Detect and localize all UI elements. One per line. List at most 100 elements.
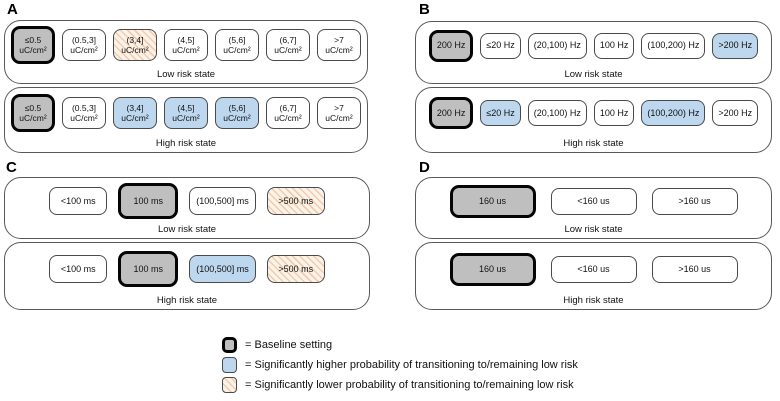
setting-box-label: >500 ms xyxy=(278,195,314,206)
setting-box-baseline: 100 ms xyxy=(118,183,179,220)
panel-label-C: C xyxy=(6,159,17,176)
setting-box-plain: >160 us xyxy=(651,187,738,215)
risk-state-label: High risk state xyxy=(155,137,217,149)
setting-box-label: (3,4] xyxy=(126,35,144,46)
setting-box-label: uC/cm² xyxy=(223,113,251,124)
setting-box-plain: >200 Hz xyxy=(712,100,759,127)
setting-box-plain: (0.5,3]uC/cm² xyxy=(62,97,106,130)
setting-box-plain: 100 Hz xyxy=(593,32,635,59)
setting-box-higher: (4,5]uC/cm² xyxy=(164,97,208,130)
panel-B-high-risk-container: 200 Hz ≤20 Hz (20,100) Hz 100 Hz (100,200) H… xyxy=(415,87,772,153)
setting-box-label: uC/cm² xyxy=(274,45,302,56)
setting-box-plain: (6,7]uC/cm² xyxy=(266,29,310,62)
legend-item: = Significantly lower probability of tra… xyxy=(222,377,578,393)
setting-boxes-row: 200 Hz ≤20 Hz (20,100) Hz 100 Hz (100,200) H… xyxy=(416,22,771,70)
setting-box-label: (6,7] xyxy=(279,103,297,114)
setting-box-label: ≤20 Hz xyxy=(486,107,515,118)
setting-boxes-row: 200 Hz ≤20 Hz (20,100) Hz 100 Hz (100,200) H… xyxy=(416,88,771,139)
setting-box-label: uC/cm² xyxy=(274,113,302,124)
setting-box-label: (100,500] ms xyxy=(196,195,249,206)
setting-box-label: uC/cm² xyxy=(325,45,353,56)
setting-box-label: uC/cm² xyxy=(325,113,353,124)
legend-swatch-higher xyxy=(222,357,237,373)
setting-box-plain: ≤20 Hz xyxy=(480,32,521,59)
setting-box-label: 200 Hz xyxy=(436,40,466,51)
setting-box-label: (100,500] ms xyxy=(196,263,249,274)
setting-box-plain: (6,7]uC/cm² xyxy=(266,97,310,130)
setting-box-label: (100,200) Hz xyxy=(647,107,700,118)
setting-box-label: 100 Hz xyxy=(599,40,629,51)
setting-box-higher: >200 Hz xyxy=(712,32,759,59)
risk-state-label: High risk state xyxy=(563,137,624,149)
setting-box-baseline: 160 us xyxy=(449,184,536,218)
setting-box-label: (4,5] xyxy=(177,103,195,114)
setting-box-higher: (5,6]uC/cm² xyxy=(215,97,259,130)
setting-box-plain: >160 us xyxy=(651,255,738,283)
setting-box-plain: (20,100) Hz xyxy=(527,100,587,127)
setting-box-label: >160 us xyxy=(678,263,711,274)
setting-box-baseline: 200 Hz xyxy=(428,29,474,62)
setting-box-label: >500 ms xyxy=(278,263,314,274)
setting-box-label: uC/cm² xyxy=(223,45,251,56)
panel-C-high-risk-container: <100 ms 100 ms (100,500] ms >500 ms High ris… xyxy=(4,242,370,310)
setting-box-label: (20,100) Hz xyxy=(533,40,581,51)
setting-box-plain: <160 us xyxy=(550,255,637,283)
setting-box-plain: (100,200) Hz xyxy=(641,32,706,59)
legend-swatch-baseline xyxy=(222,337,237,353)
setting-boxes-row: <100 ms 100 ms (100,500] ms >500 ms xyxy=(5,178,369,225)
setting-box-label: uC/cm² xyxy=(121,113,149,124)
setting-box-baseline: 160 us xyxy=(449,252,536,286)
setting-box-higher: (100,200) Hz xyxy=(641,100,706,127)
setting-box-label: (0.5,3] xyxy=(71,103,97,114)
setting-boxes-row: <100 ms 100 ms (100,500] ms >500 ms xyxy=(5,243,369,296)
setting-box-label: (3,4] xyxy=(126,103,144,114)
setting-box-plain: <100 ms xyxy=(49,187,108,216)
setting-box-plain: <100 ms xyxy=(49,255,108,284)
setting-box-label: 200 Hz xyxy=(436,107,466,118)
setting-box-label: uC/cm² xyxy=(19,45,47,56)
setting-box-label: uC/cm² xyxy=(19,113,47,124)
setting-box-plain: (4,5]uC/cm² xyxy=(164,29,208,62)
setting-box-label: (5,6] xyxy=(228,35,246,46)
setting-box-label: uC/cm² xyxy=(172,113,200,124)
legend: = Baseline setting= Significantly higher… xyxy=(222,337,578,393)
setting-box-label: (6,7] xyxy=(279,35,297,46)
setting-box-label: <100 ms xyxy=(60,263,96,274)
setting-box-label: (20,100) Hz xyxy=(533,107,581,118)
setting-boxes-row: 160 us <160 us >160 us xyxy=(416,178,771,225)
setting-box-plain: (5,6]uC/cm² xyxy=(215,29,259,62)
panel-label-B: B xyxy=(419,1,430,18)
setting-boxes-row: 160 us <160 us >160 us xyxy=(416,243,771,296)
setting-box-label: ≤0.5 xyxy=(24,103,42,114)
setting-box-plain: <160 us xyxy=(550,187,637,215)
setting-box-label: <160 us xyxy=(577,263,610,274)
setting-box-label: >200 Hz xyxy=(718,107,753,118)
setting-box-higher: ≤20 Hz xyxy=(480,100,521,127)
setting-box-label: 160 us xyxy=(478,195,507,206)
legend-label: = Significantly lower probability of tra… xyxy=(245,379,574,391)
setting-box-label: (4,5] xyxy=(177,35,195,46)
setting-box-label: >160 us xyxy=(678,195,711,206)
setting-box-baseline: 100 ms xyxy=(118,251,179,288)
setting-box-plain: 100 Hz xyxy=(593,100,635,127)
risk-state-label: Low risk state xyxy=(564,68,623,80)
risk-state-label: Low risk state xyxy=(156,68,216,80)
legend-label: = Significantly higher probability of tr… xyxy=(245,359,578,371)
setting-box-label: uC/cm² xyxy=(70,45,98,56)
legend-item: = Significantly higher probability of tr… xyxy=(222,357,578,373)
legend-swatch-lower xyxy=(222,377,237,393)
setting-box-label: (100,200) Hz xyxy=(647,40,700,51)
setting-box-label: (5,6] xyxy=(228,103,246,114)
setting-box-label: >7 xyxy=(334,103,344,114)
risk-state-label: High risk state xyxy=(156,294,218,306)
